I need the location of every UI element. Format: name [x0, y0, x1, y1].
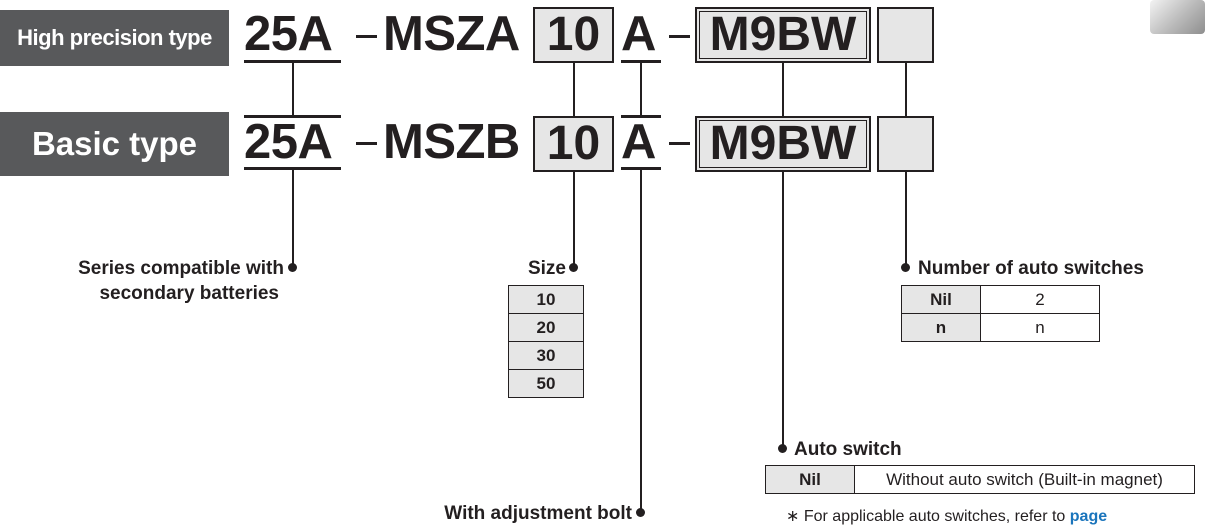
size-option-row: 20: [508, 313, 584, 342]
product-photo: [1150, 0, 1205, 34]
count-option-row: Nil 2: [901, 285, 1100, 314]
switch-box-1: M9BW: [695, 7, 871, 63]
separator-dash: [669, 35, 690, 38]
count-options-table: Nil 2 n n: [901, 285, 1100, 342]
size-box-1: 10: [533, 7, 614, 63]
page-link[interactable]: page: [1069, 508, 1108, 525]
count-title: Number of auto switches: [918, 258, 1144, 279]
count-leader: [905, 172, 907, 267]
count-box-1: [877, 7, 934, 63]
count-value: 2: [980, 285, 1100, 314]
adjustment-title: With adjustment bolt: [444, 503, 632, 524]
basic-type-label: Basic type: [0, 112, 229, 176]
separator-dash: [356, 142, 377, 145]
series-label-line1: Series compatible with: [78, 258, 284, 279]
adjust-connector: [640, 63, 642, 115]
size-title: Size: [527, 258, 566, 279]
switch-box-2: M9BW: [695, 116, 871, 172]
adjust-dot: [636, 508, 645, 517]
prefix-connector: [292, 63, 294, 115]
auto-switch-table: Nil Without auto switch (Built-in magnet…: [765, 465, 1195, 494]
count-value: n: [980, 313, 1100, 342]
count-key: n: [901, 313, 981, 342]
adjust-code-2: A: [621, 115, 656, 169]
count-key: Nil: [901, 285, 981, 314]
prefix-underline-1: [244, 60, 341, 63]
series-dot: [288, 263, 297, 272]
size-option-row: 10: [508, 285, 584, 314]
auto-switch-title: Auto switch: [794, 439, 902, 460]
prefix-code-1: 25A: [244, 7, 333, 61]
size-options-table: 10 20 30 50: [508, 285, 584, 398]
size-connector: [573, 63, 575, 116]
series-leader: [292, 170, 294, 267]
size-dot: [569, 263, 578, 272]
series-label-line2: secondary batteries: [99, 283, 279, 304]
count-dot: [901, 263, 910, 272]
adjust-underline-1: [621, 60, 661, 63]
count-box-2: [877, 116, 934, 172]
size-box-2: 10: [533, 116, 614, 172]
high-precision-type-label: High precision type: [0, 10, 229, 66]
size-option: 50: [508, 369, 584, 398]
size-option: 10: [508, 285, 584, 314]
model-code-2: MSZB: [383, 115, 520, 169]
switch-leader: [782, 172, 784, 448]
separator-dash: [356, 35, 377, 38]
size-option-row: 30: [508, 341, 584, 370]
size-option: 30: [508, 341, 584, 370]
prefix-code-2: 25A: [244, 115, 333, 169]
size-option-row: 50: [508, 369, 584, 398]
switch-dot: [778, 444, 787, 453]
adjust-underline-2: [621, 167, 661, 170]
adjust-overline-2: [621, 115, 661, 118]
adjust-code-1: A: [621, 7, 656, 61]
prefix-overline-2: [244, 115, 341, 118]
auto-switch-value: Without auto switch (Built-in magnet): [854, 465, 1195, 494]
model-code-1: MSZA: [383, 7, 520, 61]
auto-switch-key: Nil: [765, 465, 855, 494]
count-option-row: n n: [901, 313, 1100, 342]
prefix-underline-2: [244, 167, 341, 170]
size-leader: [573, 172, 575, 267]
footnote: ∗ For applicable auto switches, refer to…: [786, 506, 1107, 526]
footnote-text: ∗ For applicable auto switches, refer to: [786, 508, 1066, 525]
size-option: 20: [508, 313, 584, 342]
auto-switch-row: Nil Without auto switch (Built-in magnet…: [765, 465, 1195, 494]
count-connector: [905, 63, 907, 116]
switch-connector: [782, 63, 784, 116]
separator-dash: [669, 142, 690, 145]
adjust-leader: [640, 170, 642, 513]
